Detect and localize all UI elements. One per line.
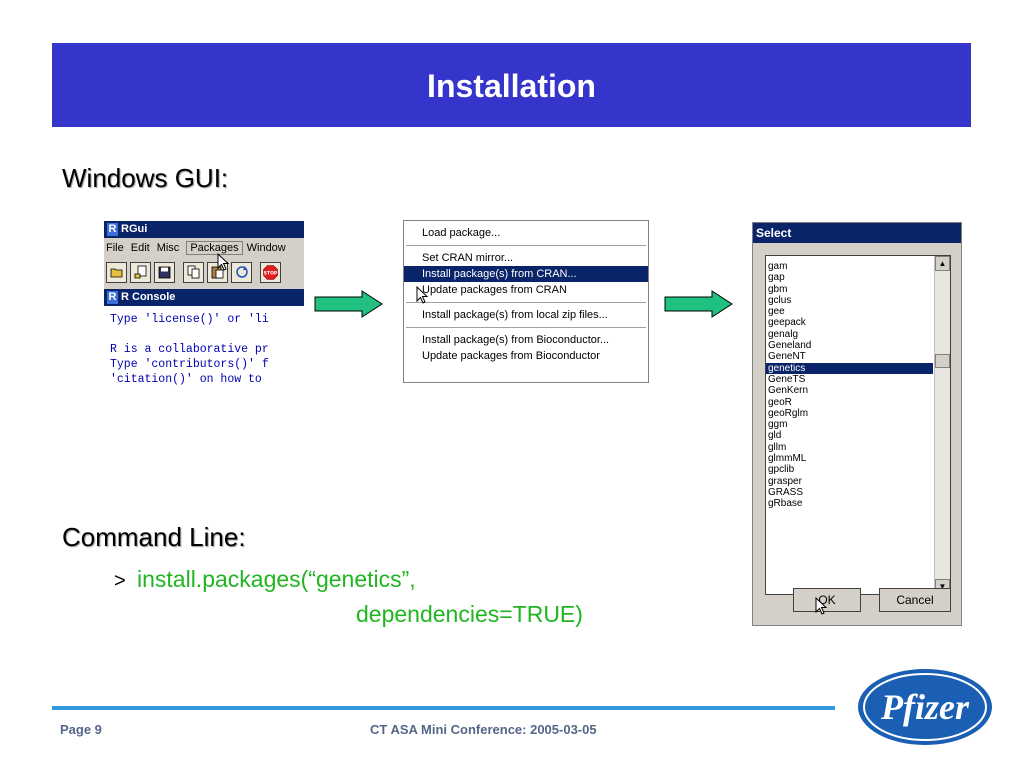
rgui-toolbar: STOP <box>104 258 304 286</box>
list-item[interactable]: gpclib <box>768 464 795 476</box>
menu-item-install-bioconductor[interactable]: Install package(s) from Bioconductor... <box>422 334 610 346</box>
list-item[interactable]: geoR <box>768 396 792 408</box>
console-line: 'citation()' on how to <box>110 373 262 386</box>
list-item[interactable]: GeneTS <box>768 373 806 385</box>
list-item[interactable]: GeneNT <box>768 351 806 363</box>
menu-item-update-bioconductor[interactable]: Update packages from Bioconductor <box>422 350 600 362</box>
list-item[interactable]: grasper <box>768 475 802 487</box>
mouse-cursor-icon <box>416 286 429 304</box>
svg-text:STOP: STOP <box>264 270 278 276</box>
menu-item-load-package[interactable]: Load package... <box>422 227 501 239</box>
mouse-cursor-icon <box>217 253 230 271</box>
rconsole-title: R Console <box>121 291 176 303</box>
packages-menu: Load package... Set CRAN mirror... Insta… <box>403 220 649 383</box>
r-logo-icon: R <box>107 290 118 304</box>
menu-edit[interactable]: Edit <box>130 242 150 254</box>
list-item[interactable]: geoRglm <box>768 407 809 419</box>
menu-item-install-cran[interactable]: Install package(s) from CRAN... <box>404 266 648 282</box>
title-bar: Installation <box>52 43 971 127</box>
command-line-1: install.packages(“genetics”, <box>137 566 416 592</box>
list-item[interactable]: gee <box>768 306 785 318</box>
console-line: R is a collaborative pr <box>110 343 269 356</box>
slide-title: Installation <box>427 68 596 104</box>
list-item[interactable]: glmmML <box>768 453 807 465</box>
footer-divider <box>52 706 835 710</box>
console-line: Type 'license()' or 'li <box>110 313 269 326</box>
r-logo-icon: R <box>107 222 118 236</box>
menu-item-update-cran[interactable]: Update packages from CRAN <box>422 284 567 296</box>
list-item[interactable]: gclus <box>768 294 792 306</box>
footer-conference: CT ASA Mini Conference: 2005-03-05 <box>370 722 597 737</box>
menu-item-set-cran-mirror[interactable]: Set CRAN mirror... <box>422 252 514 264</box>
rconsole-output[interactable]: Type 'license()' or 'li​R is a collabora… <box>104 306 304 414</box>
command-line-2: dependencies=TRUE) <box>356 601 583 627</box>
menu-separator <box>406 302 646 303</box>
refresh-icon[interactable] <box>231 261 252 283</box>
command-prompt: > <box>114 570 126 592</box>
list-item[interactable]: ggm <box>768 419 788 431</box>
list-item[interactable]: Geneland <box>768 340 812 352</box>
page-number: Page 9 <box>60 722 102 737</box>
listbox-scrollbar[interactable]: ▲ ▼ <box>934 256 950 594</box>
scroll-thumb[interactable] <box>935 354 950 368</box>
list-item[interactable]: gRbase <box>768 498 803 510</box>
cancel-button[interactable]: Cancel <box>879 588 951 612</box>
list-item[interactable]: GRASS <box>768 486 804 498</box>
list-item[interactable]: GenKern <box>768 385 809 397</box>
load-workspace-icon[interactable] <box>130 261 151 283</box>
windows-gui-heading: Windows GUI: <box>62 163 229 193</box>
list-item[interactable]: geepack <box>768 317 806 329</box>
save-icon[interactable] <box>154 261 175 283</box>
menu-file[interactable]: File <box>106 242 124 254</box>
rgui-title: RGui <box>121 223 148 235</box>
copy-icon[interactable] <box>183 261 204 283</box>
open-folder-icon[interactable] <box>106 261 127 283</box>
right-arrow-icon <box>664 290 733 318</box>
list-item[interactable]: gap <box>768 272 785 284</box>
svg-text:Pfizer: Pfizer <box>880 687 970 727</box>
list-item[interactable]: gld <box>768 430 782 442</box>
console-line: ​ <box>110 327 304 342</box>
command-line-heading: Command Line: <box>62 522 246 552</box>
menu-item-install-zip[interactable]: Install package(s) from local zip files.… <box>422 309 608 321</box>
scroll-up-icon[interactable]: ▲ <box>935 256 950 271</box>
right-arrow-icon <box>314 290 383 318</box>
select-dialog-title: Select <box>753 223 961 243</box>
list-item[interactable]: genetics <box>766 362 933 374</box>
menu-window[interactable]: Window <box>246 242 286 254</box>
pfizer-logo-icon: Pfizer <box>858 669 992 745</box>
console-line: Type 'contributors()' f <box>110 358 269 371</box>
list-item[interactable]: genalg <box>768 328 799 340</box>
menu-separator <box>406 327 646 328</box>
list-item[interactable]: gam <box>768 261 788 272</box>
menu-packages[interactable]: Packages <box>186 241 243 255</box>
list-item[interactable]: gbm <box>768 283 788 295</box>
mouse-cursor-icon <box>815 597 828 615</box>
list-item[interactable]: gllm <box>768 441 787 453</box>
menu-separator <box>406 245 646 246</box>
menu-misc[interactable]: Misc <box>156 242 180 254</box>
stop-icon[interactable]: STOP <box>260 261 281 283</box>
